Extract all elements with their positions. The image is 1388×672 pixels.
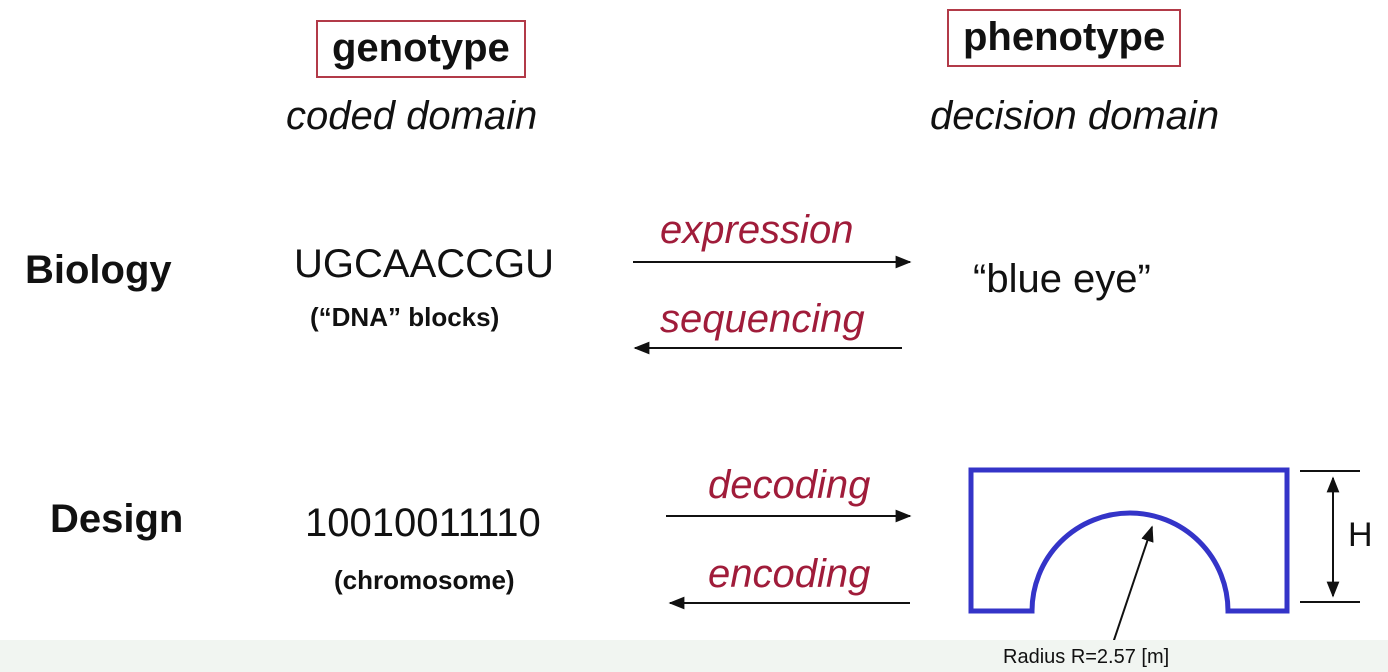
genotype-subtitle: coded domain [286, 94, 538, 138]
design-code: 10010011110 [305, 501, 541, 545]
height-label: H [1348, 516, 1373, 554]
biology-label: Biology [25, 248, 172, 292]
design-forward-label: decoding [708, 463, 871, 507]
design-code-note: (chromosome) [334, 565, 515, 595]
design-label: Design [50, 497, 184, 541]
radius-label: Radius R=2.57 [m] [1003, 646, 1170, 668]
biology-backward-label: sequencing [660, 297, 865, 341]
genotype-title: genotype [316, 20, 526, 78]
biology-result: “blue eye” [973, 257, 1151, 301]
biology-code: UGCAACCGU [294, 242, 555, 286]
biology-code-note: (“DNA” blocks) [310, 302, 500, 332]
design-backward-label: encoding [708, 552, 871, 596]
arch-shape [968, 467, 1290, 614]
phenotype-title: phenotype [947, 9, 1182, 67]
phenotype-subtitle: decision domain [930, 94, 1220, 138]
radius-leader-arrow [1112, 525, 1154, 644]
biology-forward-label: expression [660, 208, 854, 252]
footer-band [0, 640, 1388, 672]
